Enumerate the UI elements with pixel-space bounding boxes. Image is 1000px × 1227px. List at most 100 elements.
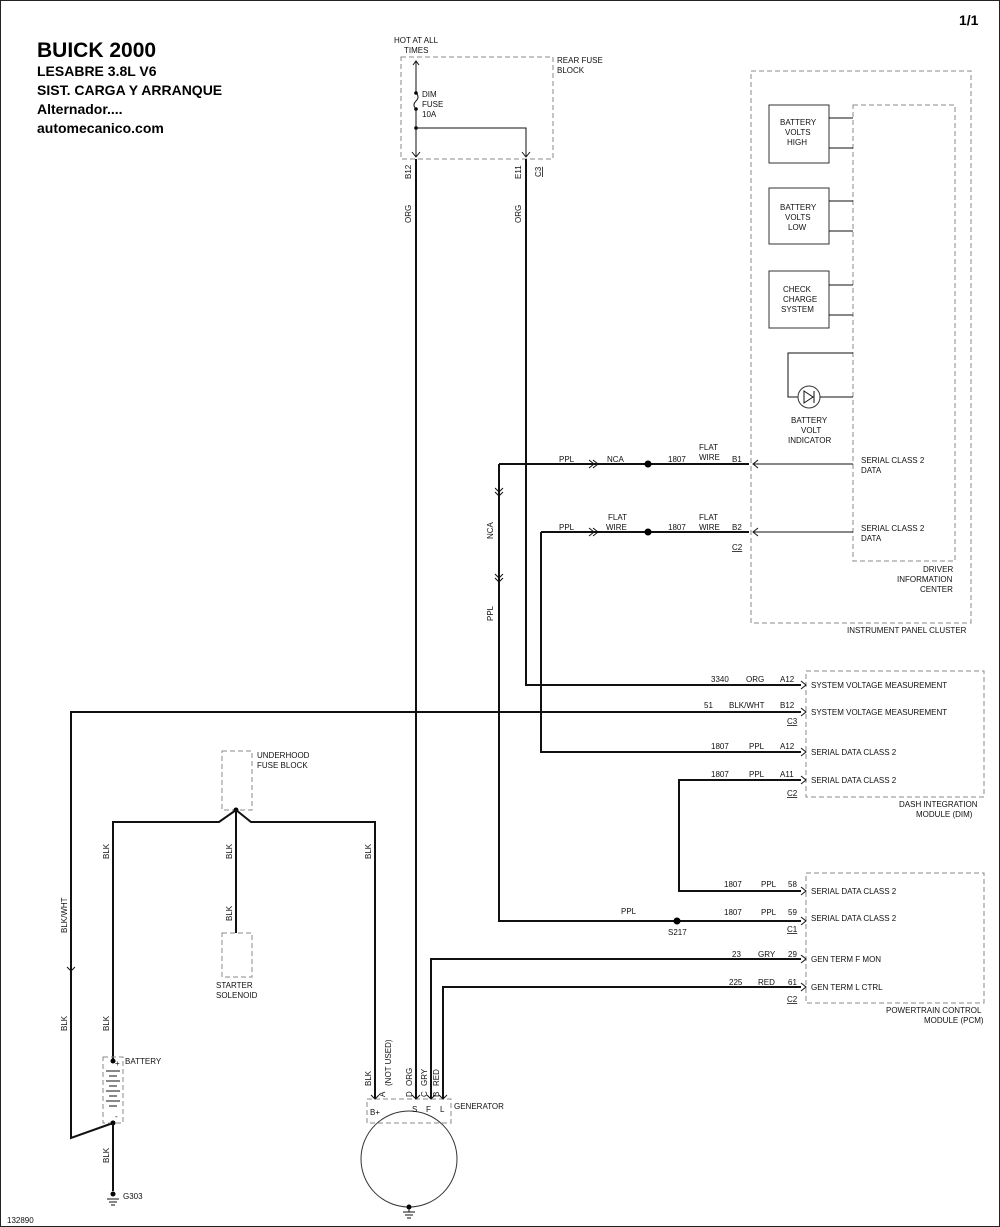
gen-pin-c: C (420, 1091, 429, 1097)
check-charge-system-lamp (768, 270, 830, 329)
instrument-panel-cluster-outline (750, 70, 972, 624)
wire-org-e11-dim (525, 159, 801, 686)
dic-label-1: DRIVER (923, 565, 953, 574)
pcm-connector-c2: C2 (787, 995, 798, 1004)
diagram-title: BUICK 2000 (37, 39, 156, 62)
pcm-color: PPL (761, 908, 777, 917)
wire-blk-ground-label: BLK (102, 1147, 111, 1163)
pin-e11: E11 (514, 165, 523, 179)
underhood-label-2: FUSE BLOCK (257, 761, 308, 770)
battery-outline (102, 1056, 124, 1124)
ground-icon (107, 1198, 119, 1206)
battery-plus: + (115, 1059, 120, 1068)
gen-pin-b: B (432, 1092, 441, 1097)
gen-wire-blk: BLK (364, 1070, 373, 1086)
dim-circuit: 3340 (711, 675, 729, 684)
dim-function: SYSTEM VOLTAGE MEASUREMENT (811, 708, 947, 717)
wire-org-left: ORG (404, 205, 413, 223)
bvl-2: VOLTS (785, 213, 811, 222)
system-line: SIST. CARGA Y ARRANQUE (37, 82, 222, 98)
dic-label-3: CENTER (920, 585, 953, 594)
connector-c2-cluster: C2 (732, 543, 743, 552)
pcm-circuit: 23 (732, 950, 741, 959)
dic-data1-2: DATA (861, 466, 882, 475)
model-line: LESABRE 3.8L V6 (37, 63, 157, 79)
pcm-outline (805, 872, 985, 1004)
bvi-2: VOLT (801, 426, 821, 435)
dim-circuit: 1807 (711, 742, 729, 751)
inline-connector-bottom (588, 527, 599, 537)
bvh-leads (829, 117, 853, 149)
dic-label-2: INFORMATION (897, 575, 953, 584)
dim-circuit: 51 (704, 701, 713, 710)
dim-pin: A12 (780, 675, 795, 684)
gen-wire-gry: GRY (420, 1068, 429, 1086)
hot-at-all-times-line2: TIMES (404, 46, 428, 55)
blkwht-connector-icon (66, 966, 76, 972)
dim-pin: A11 (780, 770, 794, 779)
battery-volts-high-lamp (768, 104, 830, 164)
page-number: 1/1 (959, 12, 979, 28)
battery-volts-low-lamp (768, 187, 830, 245)
pcm-function: SERIAL DATA CLASS 2 (811, 887, 897, 896)
dim-label-1: DASH INTEGRATION (899, 800, 978, 809)
underhood-fuse-block-outline (221, 750, 253, 811)
fuse-out-right (416, 127, 527, 157)
generator-connector-icons (370, 1094, 448, 1100)
starter-label-2: SOLENOID (216, 991, 258, 1000)
pcm-connector-icons (800, 886, 807, 992)
hot-at-all-times-line1: HOT AT ALL (394, 36, 439, 45)
fuse-label-rating: 10A (422, 110, 437, 119)
bvi-3: INDICATOR (788, 436, 831, 445)
led-symbol-icon (803, 390, 815, 404)
gen-wire-red: RED (432, 1069, 441, 1086)
generator-ground-icon (403, 1207, 415, 1219)
dim-pin: A12 (780, 742, 795, 751)
pcm-row-3: 225 RED 61 GEN TERM L CTRL (729, 978, 883, 992)
gen-term-s: S (412, 1105, 417, 1114)
battery-label: BATTERY (125, 1057, 162, 1066)
dim-row-1: 51 BLK/WHT B12 SYSTEM VOLTAGE MEASUREMEN… (704, 701, 947, 717)
connector-c3-rear: C3 (534, 166, 543, 177)
ccs-1: CHECK (783, 285, 812, 294)
bvh-2: VOLTS (785, 128, 811, 137)
dim-pin: B12 (780, 701, 795, 710)
gen-pin-d: D (405, 1091, 414, 1097)
rear-fuse-block-label-2: BLOCK (557, 66, 585, 75)
pcm-function: GEN TERM L CTRL (811, 983, 883, 992)
underhood-label-1: UNDERHOOD (257, 751, 310, 760)
battery-positive-node (110, 1058, 116, 1064)
pcm-pin: 61 (788, 978, 797, 987)
dim-label-2: MODULE (DIM) (916, 810, 973, 819)
starter-label-1: STARTER (216, 981, 253, 990)
wire-red-pcm-generator (442, 986, 801, 1099)
pcm-pin: 58 (788, 880, 797, 889)
pcm-label-2: MODULE (PCM) (924, 1016, 984, 1025)
fuse-label-dim: DIM (422, 90, 437, 99)
dim-row-0: 3340 ORG A12 SYSTEM VOLTAGE MEASUREMENT (711, 675, 947, 690)
fuse-icon (413, 92, 419, 110)
vertical-connector-bottom (494, 573, 504, 583)
battery-cells-icon (106, 1070, 120, 1107)
pcm-pin: 29 (788, 950, 797, 959)
flat-wire-mid-1: FLAT (608, 513, 627, 522)
driver-information-center-outline (852, 104, 956, 562)
fuse-node-top (414, 91, 418, 95)
pcm-function: SERIAL DATA CLASS 2 (811, 914, 897, 923)
generator-terminal-block (366, 1098, 452, 1124)
dim-function: SERIAL DATA CLASS 2 (811, 748, 897, 757)
pcm-label-1: POWERTRAIN CONTROL (886, 1006, 982, 1015)
circuit-1807-bottom: 1807 (668, 523, 686, 532)
bvi-1: BATTERY (791, 416, 828, 425)
cluster-connector-icons (752, 459, 759, 537)
gen-term-l: L (440, 1105, 445, 1114)
inline-connector-top (588, 459, 599, 469)
pcm-row-1: 1807 PPL 59 SERIAL DATA CLASS 2 (724, 908, 897, 923)
wire-label-nca-top: NCA (607, 455, 625, 464)
wire-blk-mid-1: BLK (225, 843, 234, 859)
wire-blk-right: BLK (364, 843, 373, 859)
bvh-1: BATTERY (780, 118, 817, 127)
wire-label-ppl-bottom: PPL (559, 523, 575, 532)
component-line: Alternador.... (37, 101, 123, 117)
dim-color: PPL (749, 770, 765, 779)
